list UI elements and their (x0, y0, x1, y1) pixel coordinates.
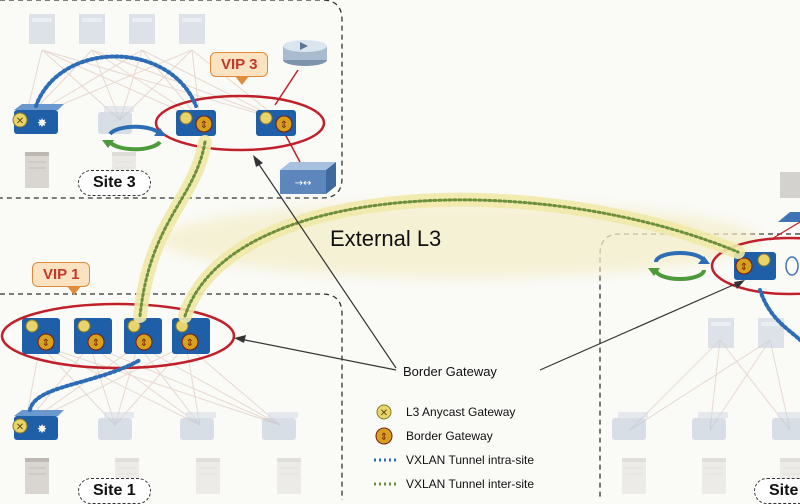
svg-text:⇕: ⇕ (92, 338, 100, 349)
legend-inter-site-label: VXLAN Tunnel inter-site (406, 477, 535, 491)
svg-text:⇕: ⇕ (380, 432, 388, 443)
anycast-gateway-icon: ✕ (376, 404, 392, 420)
site1-label: Site 1 (78, 478, 151, 504)
svg-text:⇕: ⇕ (140, 338, 148, 349)
svg-text:✕: ✕ (16, 422, 24, 433)
svg-text:⇕: ⇕ (186, 338, 194, 349)
site3-spine-switches (29, 14, 205, 44)
site1-boundary (0, 293, 343, 500)
site1-servers (24, 457, 302, 495)
vip1-callout: VIP 1 (32, 262, 91, 295)
router-icon (283, 40, 327, 66)
site2-border-gateways: ⇕ (734, 252, 799, 280)
svg-text:✸: ✸ (37, 116, 47, 130)
border-gateway-icon: ⇕ (375, 427, 393, 445)
svg-text:✕: ✕ (380, 408, 388, 419)
border-gateway-callout: Border Gateway (403, 364, 497, 379)
site1-fabric-mesh (24, 344, 281, 426)
site3-sync-arrows-icon (102, 124, 166, 152)
legend-row: VXLAN Tunnel inter-site (372, 472, 632, 496)
site2-label: Site (754, 478, 800, 504)
site2-sync-arrows-icon (648, 251, 710, 281)
legend-border-gateway-label: Border Gateway (406, 429, 493, 443)
intra-site-tunnels (28, 54, 800, 412)
site2-spine-switches (708, 318, 784, 348)
firewall-icon: →↔ (280, 162, 336, 194)
site3-label: Site 3 (78, 170, 151, 196)
inter-site-tunnels (138, 140, 740, 318)
legend-row: Border Gateway (372, 424, 632, 448)
site1-border-gateways: ⇕ ⇕ ⇕ ⇕ (22, 318, 210, 354)
site2-leaf-faded (612, 412, 800, 440)
legend-row: L3 Anycast Gateway (372, 400, 632, 424)
svg-text:⇕: ⇕ (280, 120, 288, 131)
svg-text:→↔: →↔ (295, 178, 312, 189)
svg-text:⇕: ⇕ (740, 262, 748, 273)
site1-leaf-anycast: ✸ ✕ (12, 410, 64, 440)
legend-row: VXLAN Tunnel intra-site (372, 448, 632, 472)
border-gateway-pointers (239, 159, 741, 371)
vip3-callout: VIP 3 (210, 52, 269, 85)
site2-vip-ring (710, 236, 800, 296)
site3-leaf-anycast: ✸ ✕ (12, 104, 64, 134)
svg-text:✸: ✸ (37, 422, 47, 436)
site2-router-icon (769, 172, 800, 241)
svg-text:⇕: ⇕ (42, 338, 50, 349)
site3-border-gateways: ⇕ ⇕ (176, 110, 296, 136)
svg-text:✕: ✕ (16, 116, 24, 127)
svg-text:⇕: ⇕ (200, 120, 208, 131)
site3-vip-ring (154, 94, 326, 152)
legend: L3 Anycast Gateway Border Gateway VXLAN … (372, 400, 632, 496)
site3-boundary (0, 0, 343, 199)
firewall-link (284, 133, 301, 163)
external-l3-label: External L3 (330, 226, 442, 251)
site1-leaf-faded (98, 412, 298, 440)
legend-intra-site-label: VXLAN Tunnel intra-site (406, 453, 535, 467)
legend-anycast-label: L3 Anycast Gateway (406, 405, 516, 419)
border-gateway-arrowheads (234, 155, 745, 343)
